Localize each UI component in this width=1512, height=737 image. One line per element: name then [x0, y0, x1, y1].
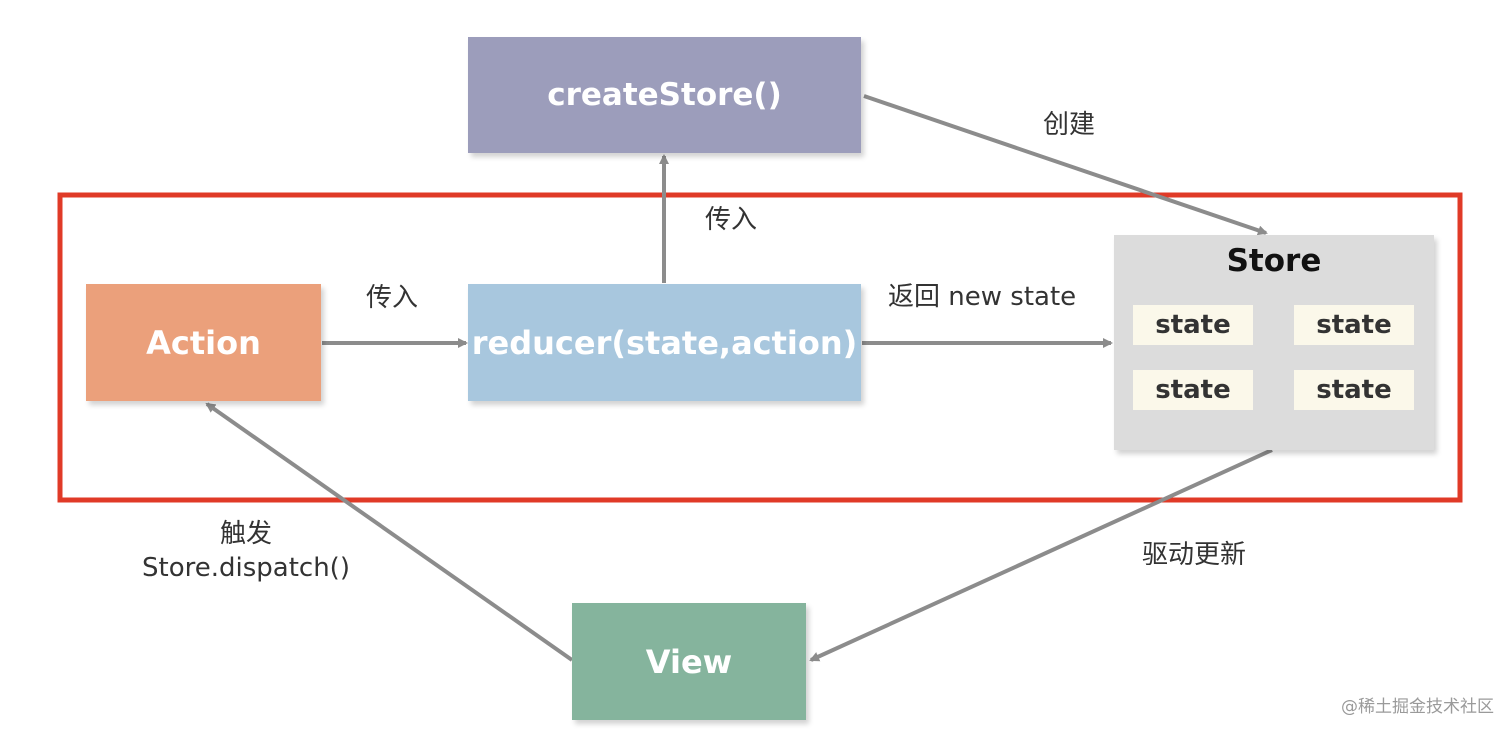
- view-label: View: [645, 642, 733, 681]
- arrow-create-store-to-store: [863, 94, 1268, 236]
- store-box: Store state state state state: [1114, 235, 1434, 450]
- reducer-box: reducer(state,action): [468, 284, 861, 401]
- arrow-store-to-view: [809, 448, 1273, 662]
- state-cell: state: [1294, 370, 1414, 410]
- highlight-frame: [57, 192, 1463, 503]
- edge-label-reducer-to-store: 返回 new state: [888, 282, 1077, 312]
- edge-label-action-to-reducer: 传入: [366, 283, 419, 313]
- state-cell: state: [1133, 305, 1253, 345]
- action-label: Action: [146, 323, 261, 362]
- state-cell: state: [1294, 305, 1414, 345]
- edge-label-store-to-view: 驱动更新: [1142, 540, 1247, 570]
- reducer-label: reducer(state,action): [471, 323, 858, 362]
- edge-label-view-to-action-line2: Store.dispatch(): [142, 553, 350, 583]
- edge-label-view-to-action: 触发 Store.dispatch(): [136, 517, 356, 585]
- view-box: View: [572, 603, 806, 720]
- store-title: Store: [1226, 243, 1322, 279]
- edge-label-create-store-to-store: 创建: [1043, 110, 1096, 140]
- action-box: Action: [86, 284, 321, 401]
- state-cell: state: [1133, 370, 1253, 410]
- watermark: @稀土掘金技术社区: [1341, 697, 1494, 717]
- edge-label-view-to-action-line1: 触发: [219, 519, 272, 549]
- edge-label-reducer-to-create-store: 传入: [705, 205, 758, 235]
- arrow-view-to-action: [205, 402, 574, 662]
- create-store-label: createStore(): [547, 77, 782, 113]
- create-store-box: createStore(): [468, 37, 861, 153]
